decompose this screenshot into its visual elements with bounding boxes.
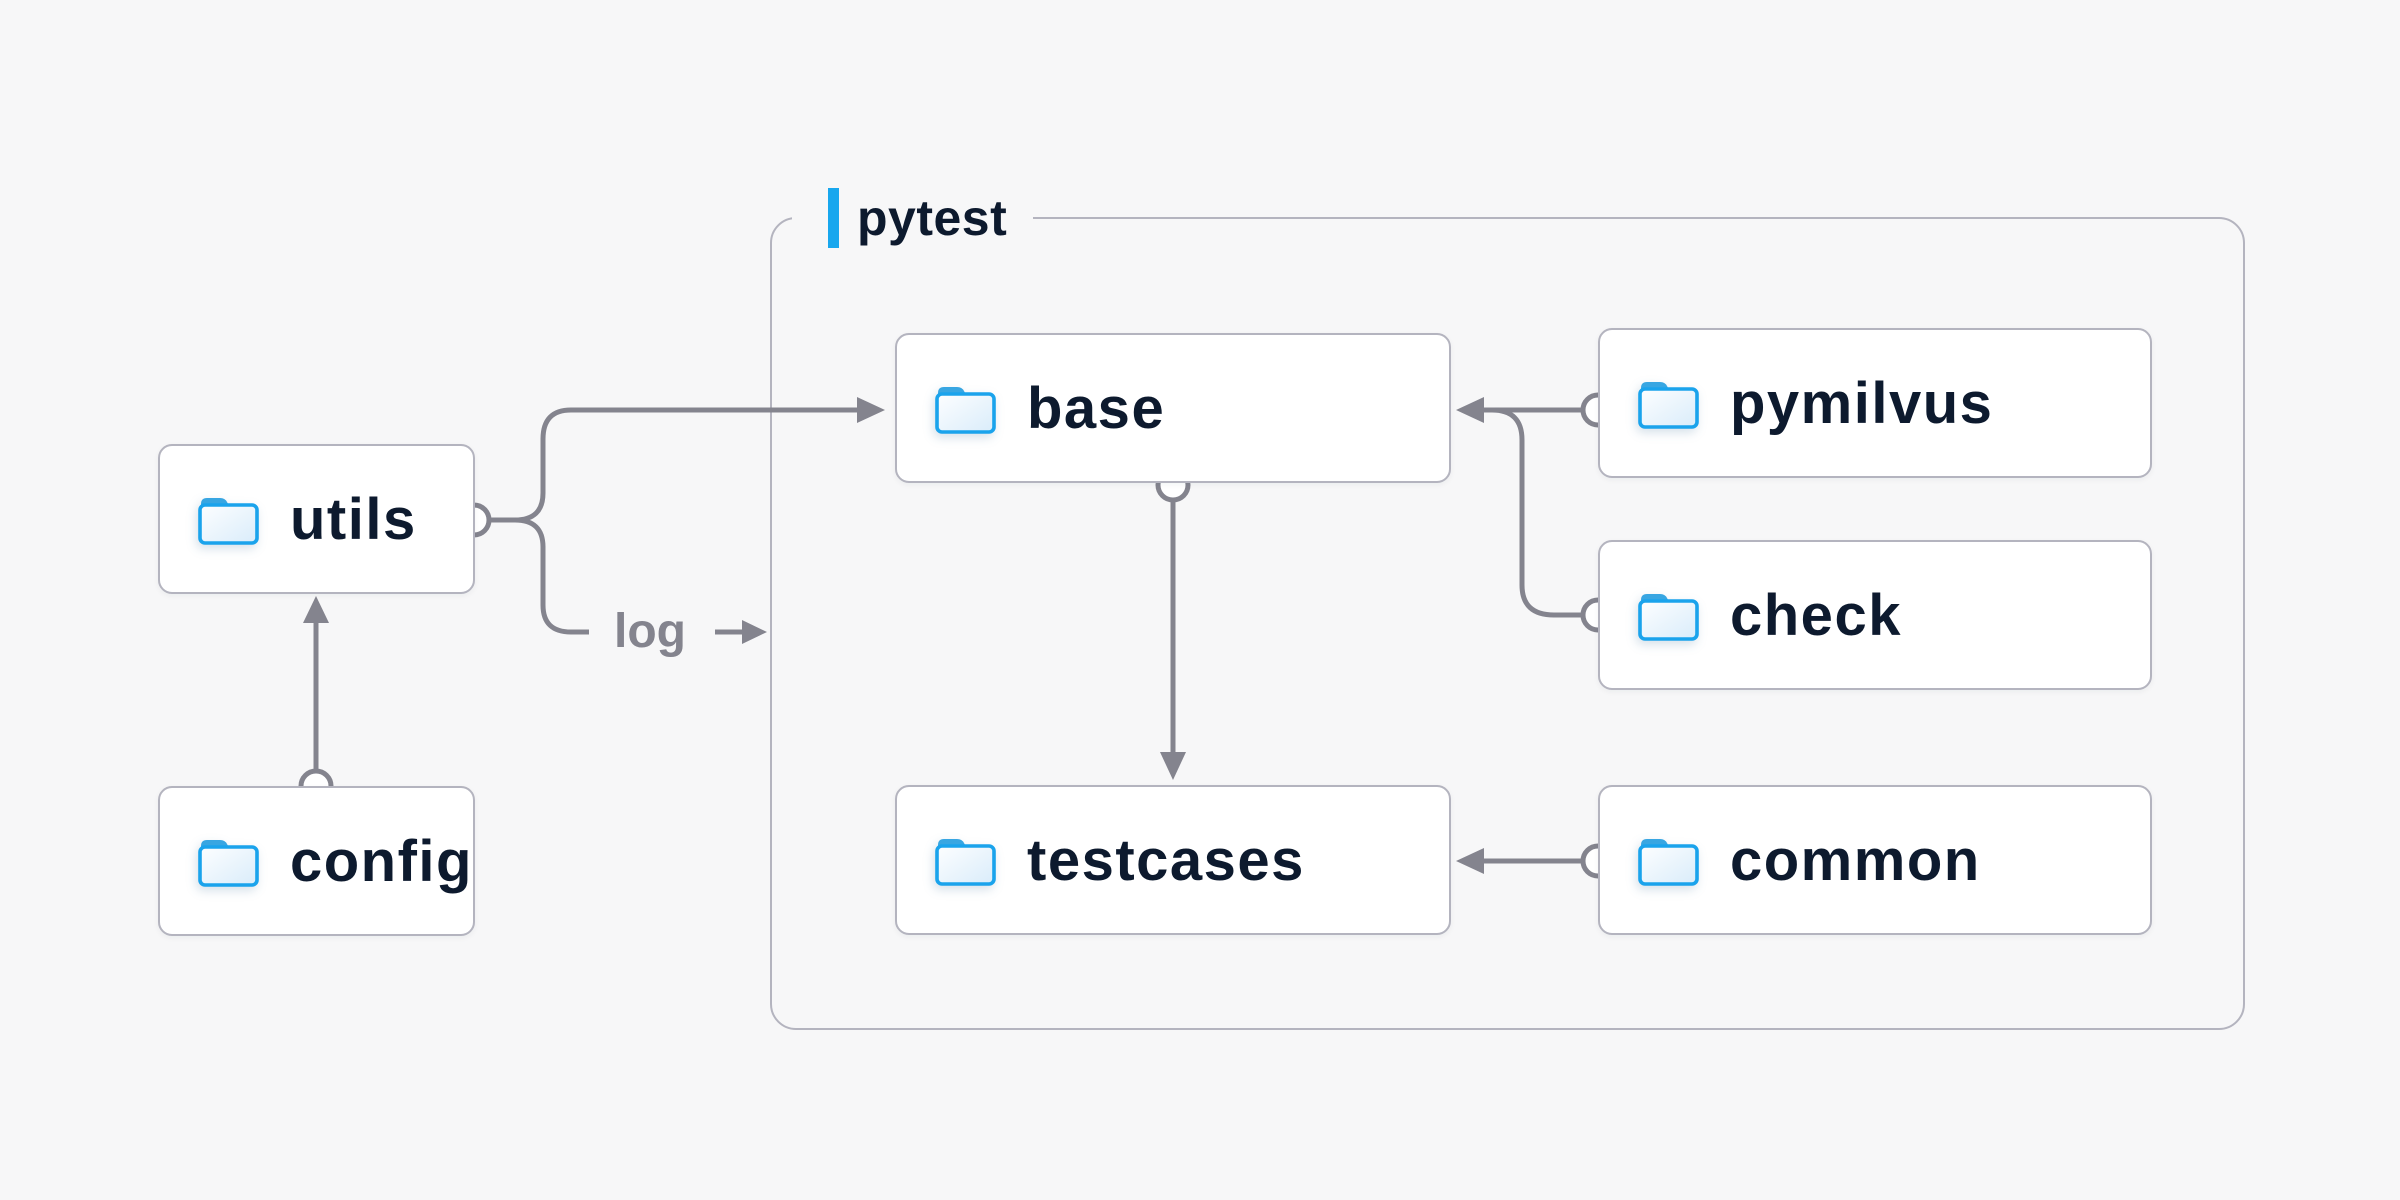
folder-icon — [1636, 589, 1700, 642]
node-base-label: base — [1027, 375, 1166, 441]
folder-icon — [933, 834, 997, 887]
node-common-label: common — [1730, 827, 1981, 893]
folder-icon — [196, 835, 260, 888]
edge-label-log: log — [614, 605, 686, 658]
accent-bar — [828, 188, 839, 248]
pytest-group: pytest — [770, 186, 2245, 1030]
folder-icon — [1636, 834, 1700, 887]
folder-icon — [933, 382, 997, 435]
edge-config-utils — [298, 596, 334, 804]
node-pymilvus-label: pymilvus — [1730, 370, 1994, 436]
node-pymilvus: pymilvus — [1598, 328, 2152, 478]
pytest-group-label: pytest — [792, 186, 1034, 250]
node-base: base — [895, 333, 1451, 483]
node-config: config — [158, 786, 475, 936]
node-testcases: testcases — [895, 785, 1451, 935]
folder-icon — [1636, 377, 1700, 430]
pytest-group-title: pytest — [857, 190, 1008, 246]
node-check: check — [1598, 540, 2152, 690]
node-config-label: config — [290, 828, 473, 894]
node-testcases-label: testcases — [1027, 827, 1305, 893]
folder-icon — [196, 493, 260, 546]
node-utils-label: utils — [290, 486, 417, 552]
node-utils: utils — [158, 444, 475, 594]
node-check-label: check — [1730, 582, 1902, 648]
node-common: common — [1598, 785, 2152, 935]
